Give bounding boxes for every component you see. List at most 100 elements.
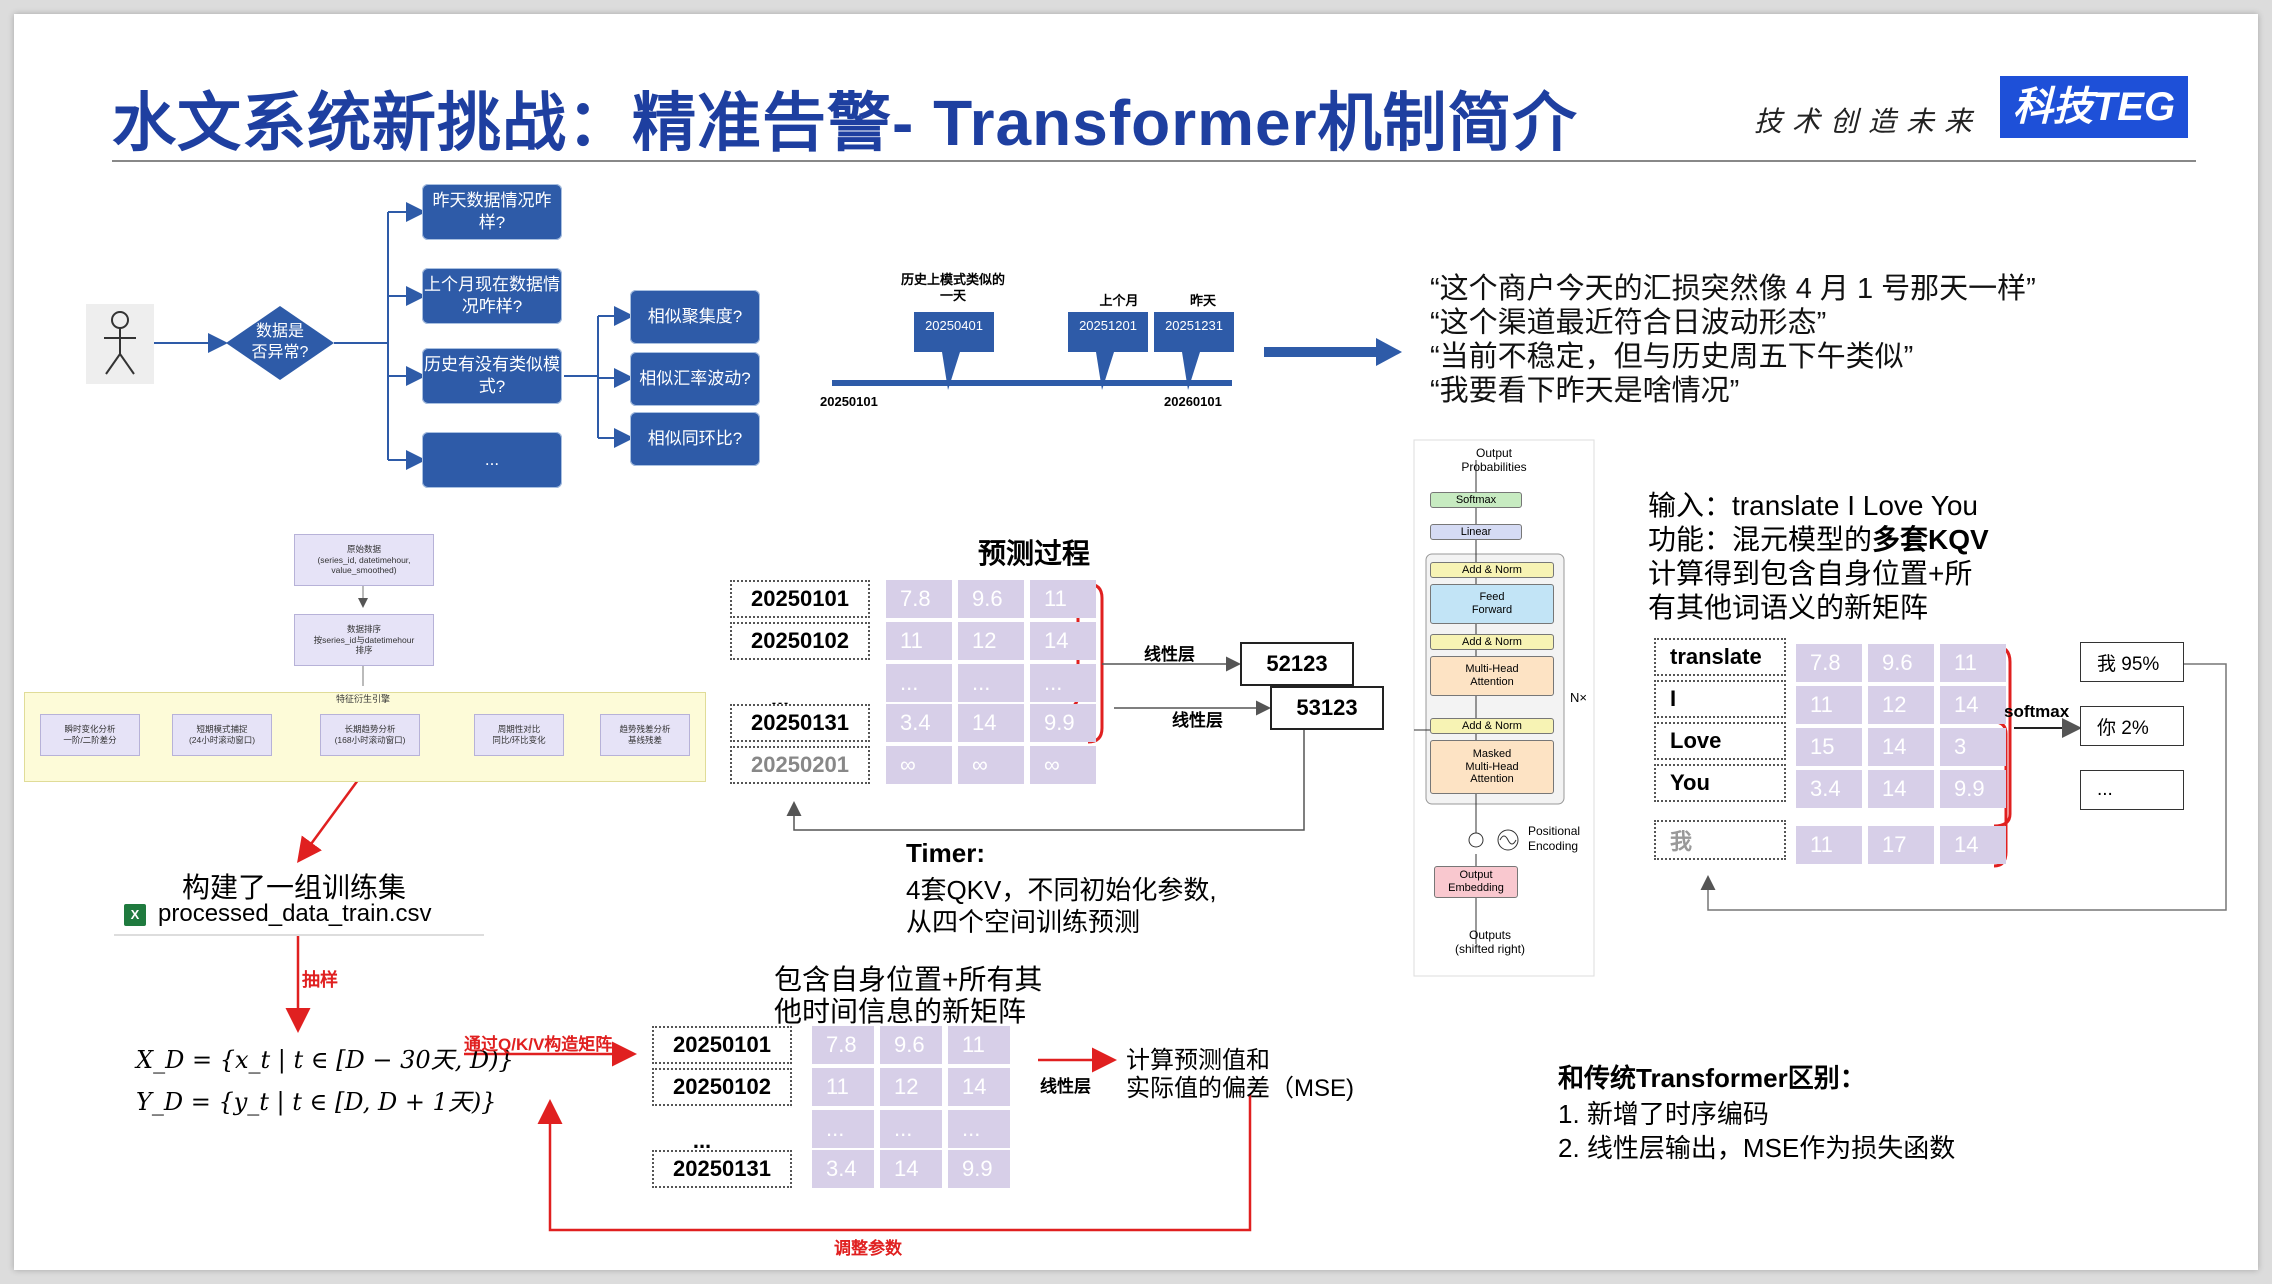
predict-cell: ... [1030, 664, 1096, 702]
quote-2: “当前不稳定，但与历史周五下午类似” [1430, 341, 1914, 373]
predict-cell: 14 [1030, 622, 1096, 660]
matrix2-linear: 线性层 [1040, 1077, 1091, 1096]
header-divider [112, 160, 2196, 162]
nlp-label-1: I [1654, 680, 1786, 718]
excel-icon: X [124, 904, 146, 926]
nlp-desc-2: 有其他词语义的新矩阵 [1648, 592, 1929, 623]
file-underline [114, 934, 484, 936]
matrix2-cell: 14 [948, 1068, 1010, 1106]
predict-cell: ... [958, 664, 1024, 702]
predict-linear-1: 线性层 [1172, 711, 1223, 730]
predict-linear-0: 线性层 [1144, 645, 1195, 664]
nlp-cell: 14 [1940, 826, 2006, 864]
timeline-date-2: 20251231 [1165, 318, 1223, 333]
diff-item-0: 1. 新增了时序编码 [1558, 1099, 1769, 1129]
tf-output-prob: Output Probabilities [1461, 446, 1527, 475]
nlp-output-1: 你 2% [2080, 706, 2184, 746]
diff-item-1: 2. 线性层输出，MSE作为损失函数 [1558, 1133, 1956, 1163]
timeline-callout-2: 20251231 [1152, 310, 1238, 394]
nlp-label-2: Love [1654, 722, 1786, 760]
pipeline-raw: 原始数据 (series_id, datetimehour, value_smo… [294, 534, 434, 586]
matrix2-cell: 3.4 [812, 1150, 874, 1188]
matrix2-cell: 11 [812, 1068, 874, 1106]
timeline-marker-title-1: 上个月 [1099, 293, 1139, 308]
matrix2-label-3: 20250131 [652, 1150, 792, 1188]
predict-cell: 12 [958, 622, 1024, 660]
tf-positional: Positional Encoding [1528, 824, 1581, 853]
nlp-cell: 7.8 [1796, 644, 1862, 682]
matrix2-cell: ... [880, 1110, 942, 1148]
timer-line-1: 4套QKV，不同初始化参数, [906, 875, 1217, 905]
tf-addnorm-0: Add & Norm [1430, 562, 1554, 578]
nlp-label-4: 我 [1654, 820, 1786, 860]
tf-outputs: Outputs (shifted right) [1454, 928, 1526, 957]
quote-3: “我要看下昨天是啥情况” [1430, 375, 1740, 407]
predict-output-0: 52123 [1240, 642, 1354, 686]
mse-line-1: 计算预测值和 [1126, 1047, 1270, 1074]
pipeline-feature-3: 周期性对比 同比/环比变化 [474, 714, 564, 756]
matrix2-title-1: 包含自身位置+所有其 [774, 964, 1043, 995]
matrix2-cell: ... [948, 1110, 1010, 1148]
tf-addnorm-1: Add & Norm [1430, 634, 1554, 650]
predict-cell: 7.8 [886, 580, 952, 618]
predict-cell: 3.4 [886, 704, 952, 742]
timer-line-2: 从四个空间训练预测 [906, 907, 1141, 937]
predict-label-0: 20250101 [730, 580, 870, 618]
tf-output-embedding: Output Embedding [1434, 866, 1518, 898]
nlp-label-3: You [1654, 764, 1786, 802]
decision-node: 数据是 否异常? [224, 304, 336, 382]
mse-line-2: 实际值的偏差（MSE) [1126, 1075, 1354, 1102]
pipeline-engine: 特征衍生引擎 [336, 694, 391, 704]
nlp-output-2: ... [2080, 770, 2184, 810]
timeline-marker-title-0: 历史上模式类似的一天 [900, 272, 1005, 303]
matrix2-cell: 14 [880, 1150, 942, 1188]
predict-label-1: 20250102 [730, 622, 870, 660]
quotes: “这个商户今天的汇损突然像 4 月 1 号那天一样” “这个渠道最近符合日波动形… [1430, 272, 2036, 408]
nlp-cell: 11 [1796, 826, 1862, 864]
flow-branch-last-month: 上个月现在数据情况咋样? [422, 268, 562, 324]
tf-mha: Multi-Head Attention [1430, 656, 1554, 696]
predict-output-1: 53123 [1270, 686, 1384, 730]
flow-sub-yoy: 相似同环比? [630, 412, 760, 466]
predict-cell: 9.9 [1030, 704, 1096, 742]
nlp-cell: 3.4 [1796, 770, 1862, 808]
predict-title: 预测过程 [978, 538, 1091, 569]
slide: 水文系统新挑战：精准告警- Transformer机制简介 技术创造未来 科技T… [14, 14, 2258, 1270]
flow-branch-history: 历史有没有类似模式? [422, 348, 562, 404]
matrix2-cell: 7.8 [812, 1026, 874, 1064]
tf-addnorm-2: Add & Norm [1430, 718, 1554, 734]
predict-cell: ... [886, 664, 952, 702]
matrix2-cell: 9.9 [948, 1150, 1010, 1188]
pipeline-feature-4: 趋势残差分析 基线残差 [600, 714, 690, 756]
nlp-cell: 9.6 [1868, 644, 1934, 682]
sample-label: 抽样 [302, 970, 338, 990]
pipeline-sort: 数据排序 按series_id与datetimehour 排序 [294, 614, 434, 666]
nlp-input: 输入：translate I Love You [1648, 484, 1978, 524]
tf-feedforward: Feed Forward [1430, 584, 1554, 624]
nlp-cell: 11 [1940, 644, 2006, 682]
train-file: processed_data_train.csv [158, 900, 432, 927]
predict-cell: ∞ [886, 746, 952, 784]
nlp-label-0: translate [1654, 638, 1786, 676]
pipeline-feature-1: 短期模式捕捉 (24小时滚动窗口) [172, 714, 272, 756]
predict-cell: 11 [1030, 580, 1096, 618]
matrix2-label-1: 20250102 [652, 1068, 792, 1106]
tf-linear: Linear [1430, 524, 1522, 540]
predict-cell: ∞ [958, 746, 1024, 784]
nlp-cell: 9.9 [1940, 770, 2006, 808]
nlp-func-prefix: 功能：混元模型的 [1648, 524, 1873, 555]
quote-0: “这个商户今天的汇损突然像 4 月 1 号那天一样” [1430, 273, 2036, 305]
matrix2-cell: 11 [948, 1026, 1010, 1064]
matrix2-title-2: 他时间信息的新矩阵 [774, 996, 1027, 1027]
timer-title: Timer: [906, 838, 985, 868]
timeline-marker-title-2: 昨天 [1189, 293, 1216, 308]
tf-nx: N× [1570, 690, 1587, 705]
qkv-label: 通过Q/K/V构造矩阵 [464, 1035, 613, 1054]
matrix2-cell: 9.6 [880, 1026, 942, 1064]
predict-cell: 11 [886, 622, 952, 660]
nlp-cell: 17 [1868, 826, 1934, 864]
timeline-callout-0: 20250401 [912, 310, 998, 394]
matrix2-label-2: ... [692, 1128, 712, 1153]
matrix2-label-0: 20250101 [652, 1026, 792, 1064]
predict-cell: ∞ [1030, 746, 1096, 784]
